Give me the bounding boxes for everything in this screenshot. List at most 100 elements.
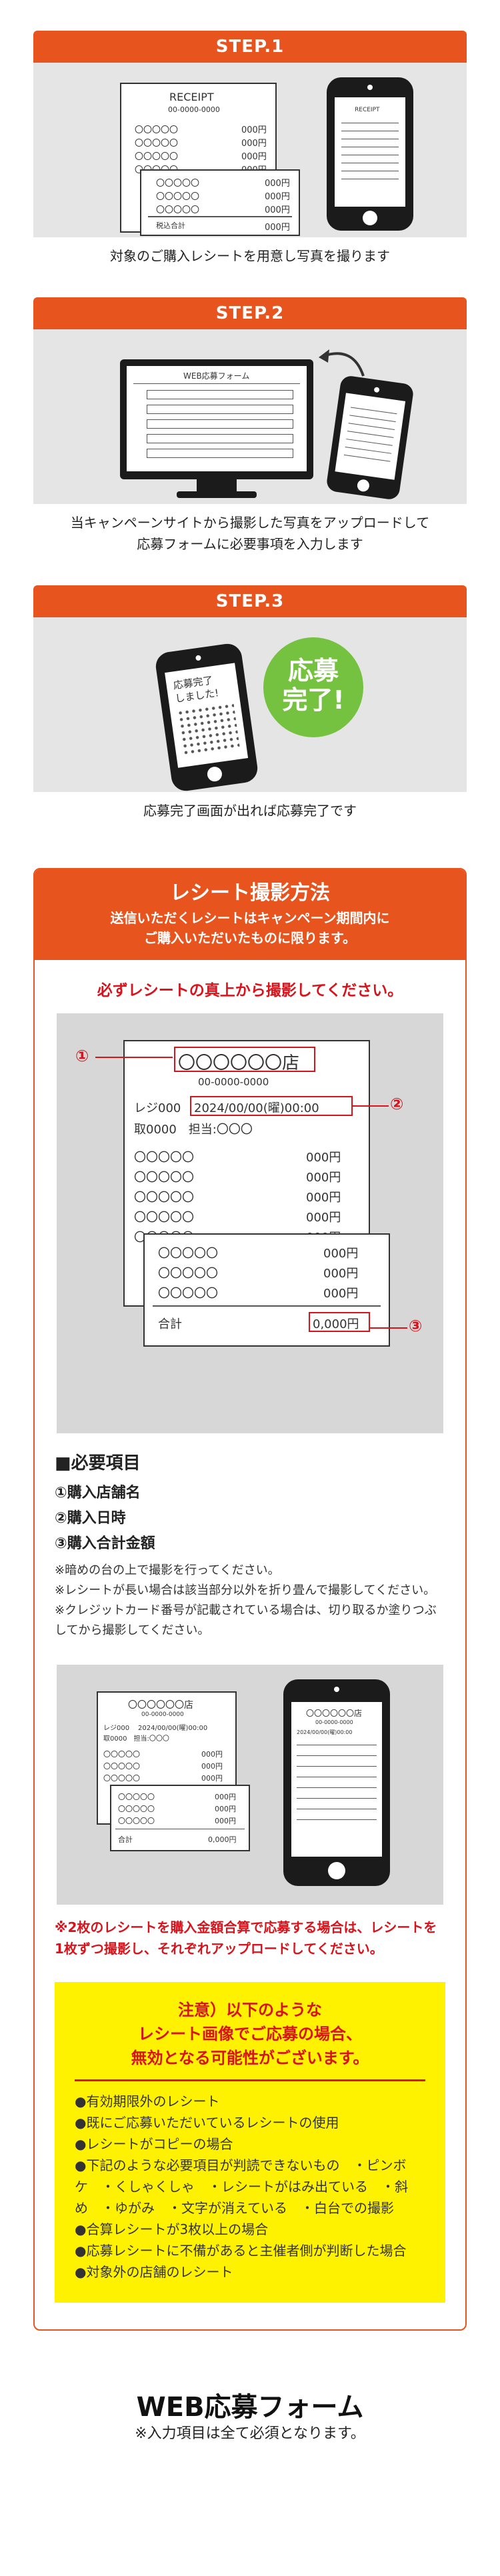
phone-receipt-line [297,1798,377,1799]
required-item: ③購入合計金額 [55,1535,155,1552]
note: ※レシートが長い場合は該当部分以外を折り畳んで撮影してください。 [55,1583,436,1597]
datetime-highlight-box [190,1096,353,1116]
phone-screen: 〇〇〇〇〇〇店 00-0000-0000 2024/00/00(曜)00:00 [291,1702,382,1857]
warning-item: ●応募レシートに不備があると主催者側が判断した場合 [75,2243,407,2259]
receipt-item: 〇〇〇〇〇 [134,1151,194,1165]
receipt-item: 〇〇〇〇〇 [156,179,200,189]
smartphone-illustration [325,375,415,501]
receipt-item: 〇〇〇〇〇 [135,139,179,149]
phone-camera [334,1687,339,1692]
upload-arrow-icon [319,349,365,377]
monitor-form-header: WEB応募フォーム [183,371,250,381]
phone-receipt-line [297,1755,377,1756]
warning-title-line3: 無効となる可能性がございます。 [131,2049,369,2067]
step-1: STEP.1 RECEIPT 00-0000-0000 〇〇〇〇〇 000円 〇… [33,31,467,267]
monitor-screen: WEB応募フォーム [127,366,307,471]
receipt-item: 〇〇〇〇〇 [135,125,179,135]
receipt-total-label: 合計 [158,1317,182,1331]
monitor-illustration: WEB応募フォーム [120,359,313,479]
receipt-price: 000円 [201,1750,223,1759]
receipt-price: 000円 [241,152,267,162]
receipt-datetime: 2024/00/00(曜)00:00 [138,1725,208,1732]
step-2-illustration: WEB応募フォーム [33,329,467,504]
receipt-item: 〇〇〇〇〇 [158,1267,218,1281]
phone-receipt-line [297,1787,377,1788]
receipt-price: 000円 [306,1191,341,1205]
page: STEP.1 RECEIPT 00-0000-0000 〇〇〇〇〇 000円 〇… [0,31,500,2453]
receipt-price: 000円 [215,1793,236,1801]
marker-1-line [95,1057,173,1058]
method-subtitle-line1: 送信いただくレシートはキャンペーン期間内に [110,910,390,926]
step-2: STEP.2 WEB応募フォーム [33,297,467,555]
warning-title-line2: レシート画像でご応募の場合、 [138,2025,362,2043]
note: ※クレジットカード番号が記載されている場合は、切り取るか塗りつぶしてから撮影して… [55,1603,437,1637]
receipt-price: 000円 [265,205,290,215]
monitor-base [177,491,257,498]
phone-camera [195,655,201,661]
marker-3-line [369,1327,407,1329]
receipt-fold-illustration: 〇〇〇〇〇 000円 〇〇〇〇〇 000円 〇〇〇〇〇 000円 合計 0,00… [143,1233,390,1347]
step-3-label: STEP.3 [33,585,467,617]
warning-divider [75,2079,425,2081]
phone-screen: RECEIPT [335,97,405,207]
receipt-tel: 00-0000-0000 [198,1076,269,1088]
phone-receipt-line [346,439,393,446]
form-subtitle: ※入力項目は全て必須となります。 [135,2425,365,2442]
receipt-register: レジ000 [134,1101,181,1115]
step-1-label: STEP.1 [33,31,467,63]
smartphone-illustration: RECEIPT [327,77,413,231]
phone-receipt-store: 〇〇〇〇〇〇店 [306,1709,363,1718]
receipt-item: 〇〇〇〇〇 [156,192,200,202]
receipt-price: 000円 [323,1267,359,1281]
step-2-caption-line1: 当キャンペーンサイトから撮影した写真をアップロードして [70,515,430,531]
receipt-number: 00-0000-0000 [168,105,220,114]
receipt-title: RECEIPT [169,91,214,103]
receipt-total-label: 税込合計 [156,221,185,230]
phone-receipt-line [345,446,392,454]
monitor-stand [197,479,237,493]
monitor-form-field [147,419,293,429]
step-2-label: STEP.2 [33,297,467,329]
phone-receipt-tel: 00-0000-0000 [315,1719,353,1725]
receipt-item: 〇〇〇〇〇 [118,1805,155,1813]
receipt-price: 000円 [201,1774,223,1783]
warning-item: ●対象外の店舗のレシート [75,2264,233,2280]
total-highlight-box [309,1312,370,1332]
smartphone-illustration: 〇〇〇〇〇〇店 00-0000-0000 2024/00/00(曜)00:00 [283,1679,390,1886]
monitor-form-field [147,449,293,458]
step-1-caption: 対象のご購入レシートを用意し写真を撮ります [110,248,390,264]
method-body: 必ずレシートの真上から撮影してください。 〇〇〇〇〇〇店 00-0000-000… [35,960,465,2329]
receipt-photo-method: レシート撮影方法 送信いただくレシートはキャンペーン期間内に ご購入いただいたも… [33,868,467,2331]
store-highlight-box [174,1047,315,1072]
marker-2: ② [390,1095,404,1113]
phone-receipt-line [297,1766,377,1767]
receipt-item: 〇〇〇〇〇 [135,152,179,162]
receipt-item: 〇〇〇〇〇 [158,1287,218,1301]
receipt-store: 〇〇〇〇〇〇店 [178,1053,300,1073]
receipt-diagram: 〇〇〇〇〇〇店 00-0000-0000 レジ000 2024/00/00(曜)… [57,1013,443,1433]
method-title: レシート撮影方法 [170,881,330,905]
phone-screen [335,393,406,480]
complete-bubble-line1: 応募 [287,656,339,685]
receipt-item: 〇〇〇〇〇 [103,1774,140,1783]
smartphone-illustration: 応募完了 しました! [154,641,259,792]
phone-receipt-line [297,1819,377,1820]
receipt-item: 〇〇〇〇〇 [103,1750,140,1759]
required-title: ■必要項目 [55,1453,141,1473]
receipt-total-value: 0,000円 [313,1317,359,1331]
warning-item: ●有効期限外のレシート [75,2093,220,2109]
receipt-price: 000円 [215,1817,236,1825]
receipt-item: 〇〇〇〇〇 [134,1171,194,1185]
receipt-item: 〇〇〇〇〇 [156,205,200,215]
monitor-form-line [133,383,300,384]
web-form-section: WEB応募フォーム ※入力項目は全て必須となります。 [0,2331,500,2453]
receipt-item: 〇〇〇〇〇 [158,1247,218,1261]
note: ※暗めの台の上で撮影を行ってください。 [55,1563,280,1577]
receipt-item: 〇〇〇〇〇 [134,1211,194,1225]
step-2-caption-line2: 応募フォームに必要事項を入力します [137,536,363,552]
warning-title-line1: 注意）以下のような [178,2001,322,2019]
receipt-divider [148,216,292,217]
method-header: レシート撮影方法 送信いただくレシートはキャンペーン期間内に ご購入いただいたも… [35,869,465,960]
warning-item: ●合算レシートが3枚以上の場合 [75,2221,269,2237]
phone-receipt-line [348,423,395,431]
